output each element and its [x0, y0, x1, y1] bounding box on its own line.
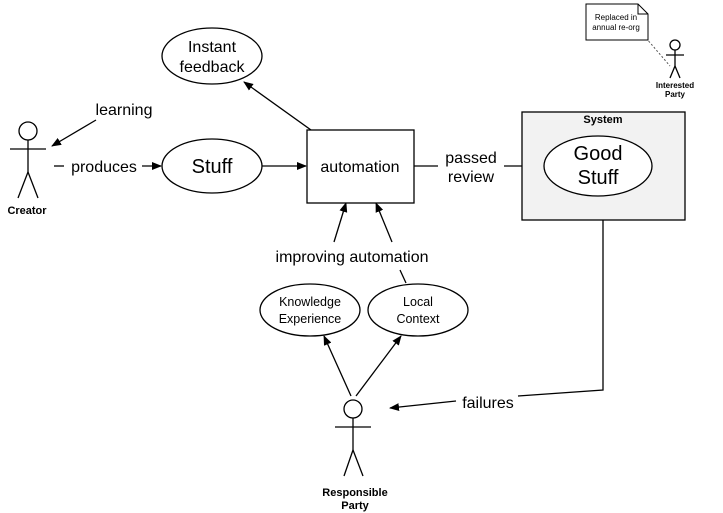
improving-automation-label: improving automation — [276, 249, 429, 266]
instant-feedback-label-1: Instant — [188, 39, 237, 56]
edge-improving-to-automation-right — [375, 202, 393, 243]
usecase-instant-feedback[interactable]: Instant feedback — [161, 27, 263, 85]
produces-label: produces — [71, 159, 137, 176]
note-shape — [585, 3, 649, 41]
note-text-2: annual re-org — [592, 23, 640, 32]
note-fold-icon — [637, 4, 648, 15]
edge-system-to-failures — [517, 220, 604, 397]
creator-actor[interactable]: Creator — [7, 121, 47, 217]
stick-figure-icon — [335, 399, 371, 477]
local-context-label-1: Local — [403, 295, 433, 309]
usecase-knowledge-experience[interactable]: Knowledge Experience — [259, 283, 361, 337]
edge-failures-to-party — [389, 400, 457, 412]
automation-label: automation — [320, 159, 399, 176]
knowledge-label-2: Experience — [279, 312, 342, 326]
good-stuff-label-1: Good — [574, 143, 623, 165]
local-context-label-2: Context — [396, 312, 440, 326]
edge-party-to-knowledge — [323, 335, 352, 397]
edge-automation-to-feedback — [243, 81, 312, 131]
note-text-1: Replaced in — [595, 13, 637, 22]
failures-label: failures — [462, 395, 514, 412]
automation-box[interactable]: automation — [306, 129, 415, 204]
responsible-party-label-1: Responsible — [322, 487, 387, 499]
edge-improving-to-automation-left — [333, 202, 348, 243]
learning-label: learning — [96, 102, 153, 119]
passed-review-label-1: passed — [445, 150, 497, 167]
usecase-good-stuff[interactable]: Good Stuff — [543, 135, 653, 197]
stick-figure-icon — [10, 121, 46, 199]
knowledge-label-1: Knowledge — [279, 295, 341, 309]
edge-learning-to-creator — [51, 119, 97, 147]
edge-party-to-local — [355, 335, 402, 397]
stuff-label: Stuff — [192, 156, 233, 178]
creator-label: Creator — [7, 205, 47, 217]
passed-review-label-2: review — [448, 169, 495, 186]
responsible-party-actor[interactable]: Responsible Party — [322, 399, 388, 512]
interested-party-label-2: Party — [665, 90, 686, 99]
note-connector — [645, 37, 671, 67]
stick-figure-icon — [666, 39, 684, 79]
note[interactable]: Replaced in annual re-org — [585, 3, 649, 41]
interested-party-actor[interactable]: Interested Party — [656, 39, 694, 99]
instant-feedback-label-2: feedback — [180, 59, 246, 76]
responsible-party-label-2: Party — [341, 500, 369, 512]
interested-party-label-1: Interested — [656, 81, 694, 90]
usecase-local-context[interactable]: Local Context — [367, 283, 469, 337]
usecase-stuff[interactable]: Stuff — [161, 138, 263, 194]
system-title: System — [583, 114, 622, 126]
good-stuff-label-2: Stuff — [578, 167, 619, 189]
edge-localcontext-to-improving — [399, 269, 407, 284]
